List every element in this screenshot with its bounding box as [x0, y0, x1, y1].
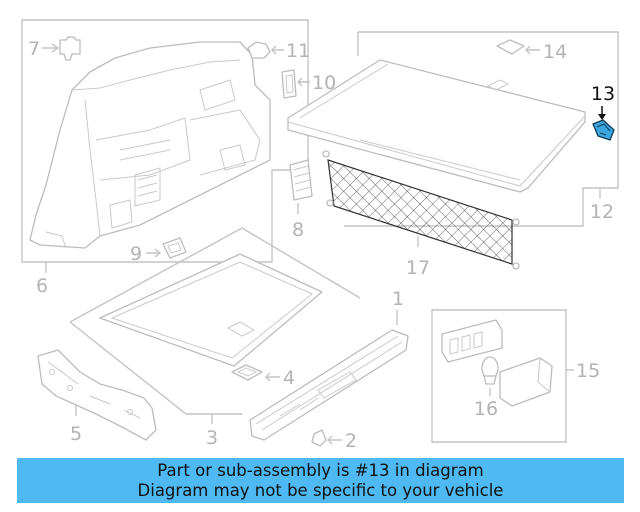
leader-9 [146, 248, 162, 258]
info-banner: Part or sub-assembly is #13 in diagram D… [17, 458, 624, 503]
callout-11: 11 [286, 40, 310, 62]
part-8-grille: 8 [289, 159, 313, 241]
callout-12: 12 [590, 201, 614, 223]
callout-8: 8 [292, 219, 304, 241]
part-5-bracket: 5 [37, 349, 157, 445]
part-14-pad: 14 [496, 39, 567, 63]
part-17-cargo-net: 17 [322, 150, 520, 279]
leader-7 [42, 43, 60, 53]
banner-background [17, 458, 624, 503]
group-15-lamp: 15 16 [431, 309, 600, 443]
group-3-floor: 3 [69, 227, 361, 449]
callout-16: 16 [474, 398, 498, 420]
leader-14 [525, 45, 540, 55]
callout-7: 7 [28, 38, 40, 60]
callout-1: 1 [392, 288, 404, 310]
leader-10 [297, 77, 310, 87]
part-11-cap: 11 [247, 40, 310, 62]
part-13-holder[interactable]: 13 [591, 83, 615, 141]
banner-line-2: Diagram may not be specific to your vehi… [137, 480, 504, 500]
callout-5: 5 [70, 423, 82, 445]
callout-13: 13 [591, 83, 615, 105]
callout-3: 3 [206, 427, 218, 449]
part-7-clip: 7 [28, 36, 81, 61]
callout-4: 4 [283, 367, 295, 389]
leader-4 [265, 372, 280, 382]
leader-11 [271, 45, 284, 55]
part-1-sill-plate: 1 [249, 288, 409, 441]
group-6-trim-panel [21, 19, 309, 263]
callout-14: 14 [543, 41, 567, 63]
part-4-cover: 4 [231, 364, 295, 389]
callout-15: 15 [576, 360, 600, 382]
callout-17: 17 [406, 257, 430, 279]
banner-line-1: Part or sub-assembly is #13 in diagram [157, 460, 484, 480]
callout-10: 10 [312, 72, 336, 94]
part-2-clip: 2 [311, 429, 357, 452]
part-10-hook: 10 [281, 69, 336, 99]
leader-2 [327, 435, 342, 445]
part-9-bracket: 9 [130, 237, 187, 265]
callout-2: 2 [345, 430, 357, 452]
callout-6: 6 [36, 275, 48, 297]
callout-9: 9 [130, 243, 142, 265]
